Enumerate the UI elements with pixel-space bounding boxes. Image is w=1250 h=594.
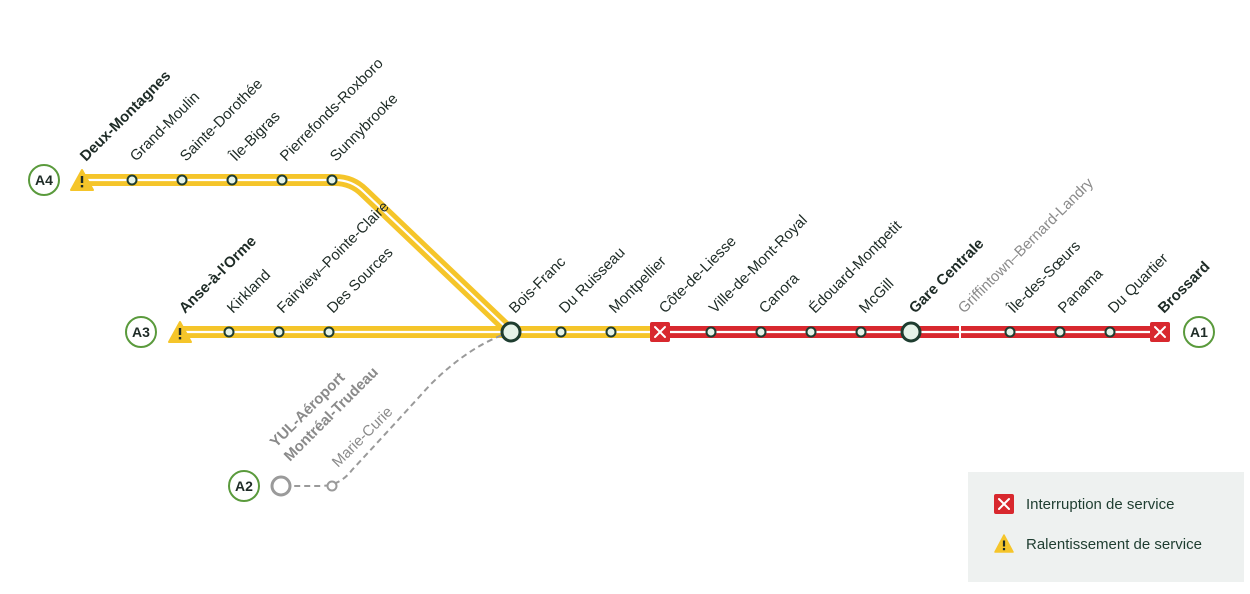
label-deux-montagnes: Deux-Montagnes — [77, 67, 174, 164]
station-du-ruisseau[interactable] — [555, 326, 567, 338]
station-du-quartier[interactable] — [1104, 326, 1116, 338]
label-kirkland: Kirkland — [224, 266, 274, 316]
station-bois-franc[interactable] — [500, 321, 522, 343]
legend-slowdown-label: Ralentissement de service — [1026, 535, 1202, 553]
legend-item-slowdown: Ralentissement de service — [994, 532, 1202, 556]
station-pierrefonds-roxboro[interactable] — [276, 174, 288, 186]
branch-badge-a1[interactable]: A1 — [1183, 316, 1215, 348]
warning-triangle-icon[interactable] — [70, 169, 94, 191]
station-yul-aeroport[interactable] — [270, 475, 292, 497]
warning-triangle-icon — [994, 534, 1014, 553]
x-square-icon[interactable] — [650, 322, 670, 342]
station-mcgill[interactable] — [855, 326, 867, 338]
station-fairview[interactable] — [273, 326, 285, 338]
label-canora: Canora — [756, 270, 803, 317]
station-dots — [126, 174, 1116, 338]
station-marie-curie[interactable] — [326, 480, 338, 492]
svg-text:A4: A4 — [35, 172, 53, 188]
station-montpellier[interactable] — [605, 326, 617, 338]
station-ville-de-mont-royal[interactable] — [705, 326, 717, 338]
branch-badge-a3[interactable]: A3 — [125, 316, 157, 348]
svg-text:A2: A2 — [235, 478, 253, 494]
svg-text:A3: A3 — [132, 324, 150, 340]
legend-interruption-label: Interruption de service — [1026, 495, 1175, 513]
station-grand-moulin[interactable] — [126, 174, 138, 186]
station-panama[interactable] — [1054, 326, 1066, 338]
legend-item-interruption: Interruption de service — [994, 492, 1174, 516]
x-square-icon[interactable] — [1150, 322, 1170, 342]
track-lines — [80, 174, 1160, 487]
station-sunnybrooke[interactable] — [326, 174, 338, 186]
label-edouard-montpetit: Édouard-Montpetit — [806, 217, 906, 317]
a4-track — [80, 174, 516, 337]
label-mcgill: McGill — [856, 275, 897, 316]
label-panama: Panama — [1055, 265, 1107, 317]
warning-triangle-icon[interactable] — [168, 321, 192, 343]
station-gare-centrale[interactable] — [900, 321, 922, 343]
station-canora[interactable] — [755, 326, 767, 338]
station-ile-des-soeurs[interactable] — [1004, 326, 1016, 338]
station-edouard-montpetit[interactable] — [805, 326, 817, 338]
branch-badge-a2[interactable]: A2 — [228, 470, 260, 502]
legend-panel: Interruption de service Ralentissement d… — [968, 472, 1244, 582]
svg-text:A1: A1 — [1190, 324, 1208, 340]
station-ile-bigras[interactable] — [226, 174, 238, 186]
station-des-sources[interactable] — [323, 326, 335, 338]
a2-track — [285, 331, 512, 487]
station-sainte-dorothee[interactable] — [176, 174, 188, 186]
branch-badge-a4[interactable]: A4 — [28, 164, 60, 196]
x-square-icon — [994, 494, 1014, 514]
station-kirkland[interactable] — [223, 326, 235, 338]
